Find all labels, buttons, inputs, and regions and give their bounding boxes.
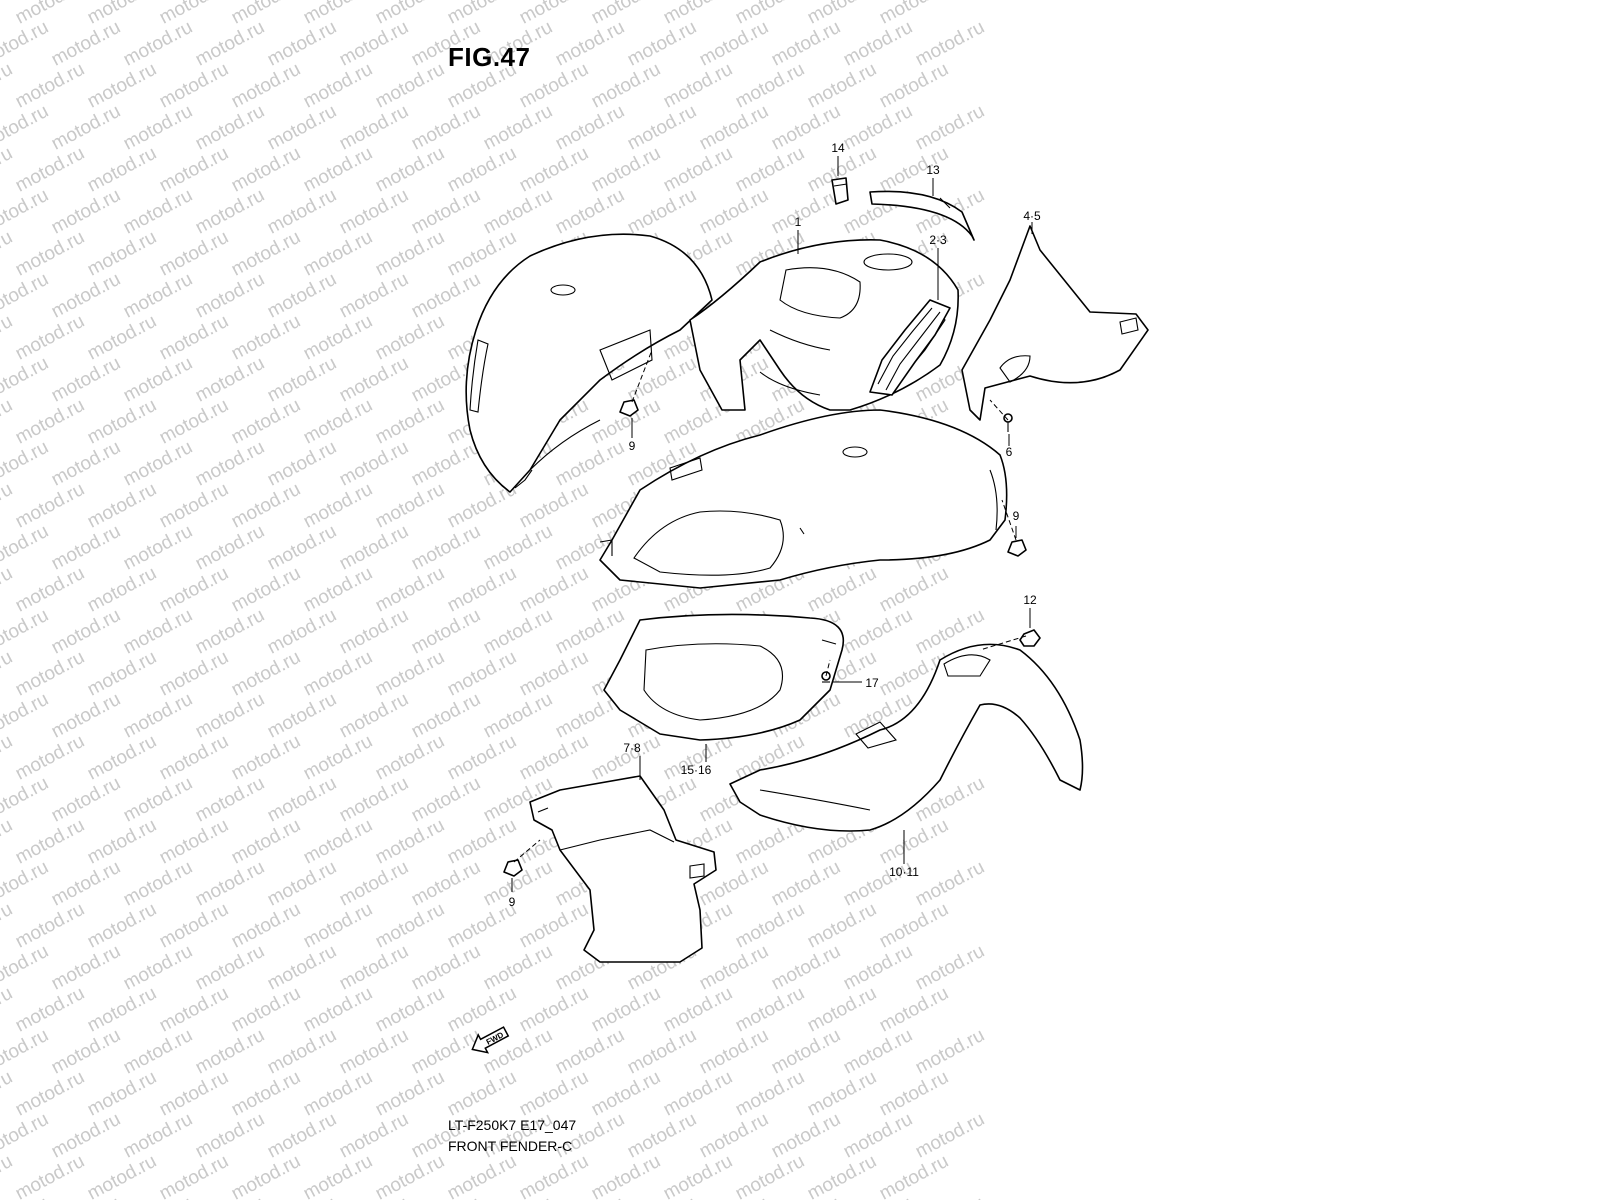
part-2-3-emblem <box>869 299 951 396</box>
callout-9-lower: 9 <box>509 895 516 909</box>
callout-15-16: 15·16 <box>681 763 712 777</box>
part-14-clip <box>831 177 849 205</box>
figure-title: FIG.47 <box>448 42 531 72</box>
footer-code: LT-F250K7 E17_047 <box>448 1117 577 1133</box>
part-10-11-mudflap <box>729 643 1084 832</box>
assembly-line <box>1001 499 1017 541</box>
callout-9-upper: 9 <box>629 439 636 453</box>
assembly-line <box>979 635 1027 651</box>
callout-14: 14 <box>831 141 845 155</box>
part-13-strip <box>869 190 975 241</box>
assembly-line <box>825 659 831 677</box>
part-6-bolt <box>1003 413 1013 432</box>
callout-12: 12 <box>1023 593 1037 607</box>
part-12-nut <box>1019 629 1041 647</box>
assembly-line <box>631 349 653 403</box>
callout-1: 1 <box>795 215 802 229</box>
callout-6: 6 <box>1006 445 1013 459</box>
bolt-9-right <box>1007 539 1027 557</box>
part-4-5-side-guard <box>961 225 1149 421</box>
callout-7-8: 7·8 <box>623 741 641 755</box>
bolt-9-upper <box>619 399 639 417</box>
part-7-8-bracket <box>529 775 717 963</box>
callout-2-3: 2·3 <box>929 233 947 247</box>
callout-10-11: 10·11 <box>889 865 919 879</box>
callout-13: 13 <box>926 163 940 177</box>
callout-4-5: 4·5 <box>1023 209 1041 223</box>
footer-name: FRONT FENDER-C <box>448 1138 573 1154</box>
bolt-9-lower <box>503 859 523 877</box>
callout-17: 17 <box>865 676 879 690</box>
part-15-16-tray <box>603 613 845 741</box>
assembly-line <box>989 399 1009 421</box>
assembly-line <box>513 839 541 863</box>
part-main-fender <box>599 409 1008 589</box>
part-left-fender <box>465 233 713 493</box>
callout-9-right: 9 <box>1013 509 1020 523</box>
fwd-arrow-icon: FWD <box>471 1026 510 1054</box>
